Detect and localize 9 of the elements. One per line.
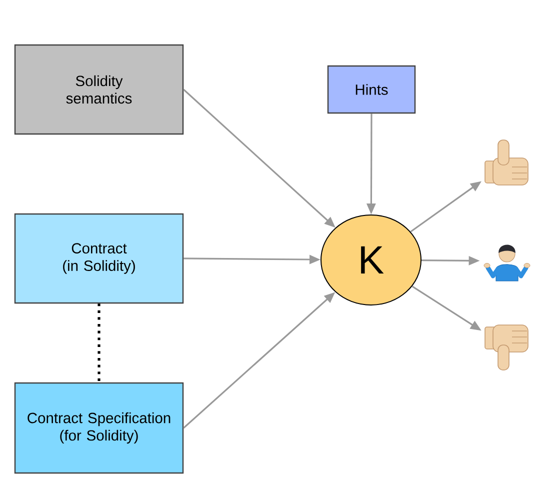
process-box: Solidity semantics xyxy=(14,44,184,135)
process-box: Contract Specification (for Solidity) xyxy=(14,382,184,474)
dotted-line xyxy=(98,304,100,382)
thumbs-down-icon xyxy=(484,324,528,370)
process-box: Contract (in Solidity) xyxy=(14,213,184,304)
shrugging-person-icon xyxy=(484,244,530,282)
process-box: Hints xyxy=(327,65,416,114)
ellipse-node: K xyxy=(320,214,422,306)
thumbs-up-icon xyxy=(484,140,528,186)
